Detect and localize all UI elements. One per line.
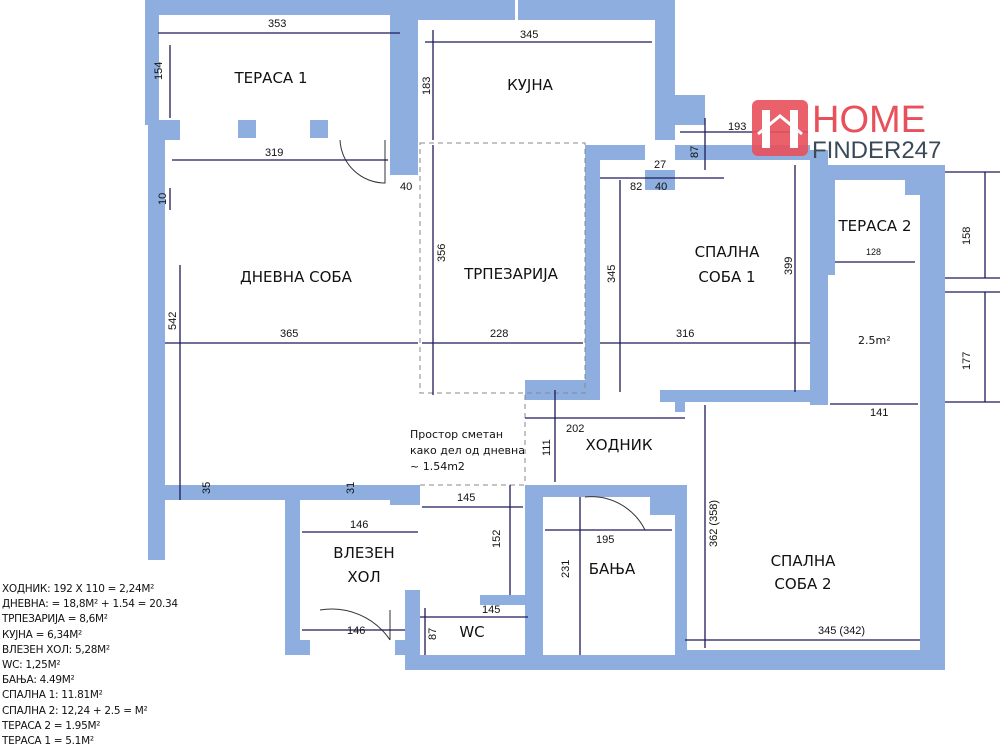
dim-label: 356 — [436, 244, 448, 262]
dim-label: 145 — [482, 604, 500, 616]
dim-label: 27 — [654, 159, 666, 171]
dim-label: 195 — [596, 534, 614, 546]
terasa-2-area: 2.5m² — [858, 334, 891, 347]
dim-label: 202 — [566, 423, 584, 435]
room-spalna-1: СПАЛНА — [695, 243, 761, 261]
dim-label: 399 — [783, 257, 795, 275]
dim-label: 319 — [265, 147, 283, 159]
dim-label: 183 — [421, 77, 433, 95]
legend-item: КУЈНА = 6,34M² — [2, 628, 82, 641]
room-terasa-2: ТЕРАСА 2 — [838, 217, 912, 235]
note-line: ~ 1.54m2 — [410, 460, 465, 473]
note-line: Простор сметан — [410, 428, 503, 441]
legend-item: ТЕРАСА 1 = 5.1M² — [2, 735, 94, 748]
room-hodnik: ХОДНИК — [586, 436, 653, 454]
room-dnevna-soba: ДНЕВНА СОБА — [240, 268, 353, 286]
legend-item: ХОДНИК: 192 X 110 = 2,24M² — [2, 583, 155, 595]
dim-label: 111 — [541, 439, 553, 456]
dim-label: 146 — [350, 519, 368, 531]
room-wc: WC — [459, 623, 484, 641]
dim-label: 158 — [961, 227, 973, 245]
room-vlezen-hol: ХОЛ — [347, 568, 380, 586]
dim-label: 228 — [490, 328, 508, 340]
dim-label: 152 — [491, 530, 503, 548]
area-legend: ХОДНИК: 192 X 110 = 2,24M² ДНЕВНА: = 18,… — [2, 582, 178, 749]
dim-label: 87 — [427, 628, 439, 640]
legend-item: ВЛЕЗЕН ХОЛ: 5,28M² — [2, 643, 110, 656]
dimension-lines — [158, 30, 1000, 655]
dim-label: 542 — [167, 312, 179, 330]
svg-text:HOME: HOME — [812, 99, 926, 141]
legend-item: WC: 1,25M² — [2, 659, 61, 672]
dimension-labels: 353 154 345 183 193 87 27 82 40 319 40 1… — [153, 18, 973, 640]
room-terasa-1: ТЕРАСА 1 — [234, 69, 308, 87]
room-vlezen-hol: ВЛЕЗЕН — [333, 544, 394, 562]
room-trpezarija: ТРПЕЗАРИЈА — [463, 265, 559, 283]
dim-label: 345 (342) — [818, 625, 865, 637]
room-labels: ТЕРАСА 1 КУЈНА ДНЕВНА СОБА ТРПЕЗАРИЈА СП… — [234, 69, 912, 641]
legend-item: ТЕРАСА 2 = 1.95M² — [2, 719, 101, 732]
legend-item: СПАЛНА 2: 12,24 + 2.5 = M² — [2, 704, 148, 717]
house-icon — [752, 100, 808, 156]
dim-label: 353 — [268, 18, 286, 30]
room-spalna-1: СОБА 1 — [698, 268, 755, 286]
dim-label: 87 — [689, 146, 701, 158]
dim-label: 345 — [520, 29, 538, 41]
dim-label: 316 — [676, 328, 694, 340]
dim-label: 177 — [961, 352, 973, 370]
dim-label: 193 — [728, 121, 746, 133]
room-spalna-2: СОБА 2 — [774, 575, 831, 593]
dim-label: 365 — [280, 328, 298, 340]
dim-label: 145 — [457, 492, 475, 504]
dim-label: 82 — [630, 181, 642, 193]
svg-text:FINDER247: FINDER247 — [812, 137, 941, 160]
dim-label: 35 — [201, 482, 213, 494]
dim-label: 141 — [870, 407, 888, 419]
dim-label: 146 — [347, 625, 365, 637]
legend-item: СПАЛНА 1: 11.81M² — [2, 689, 103, 702]
dim-label: 40 — [655, 181, 667, 193]
room-kujna: КУЈНА — [507, 76, 553, 94]
note-line: како дел од дневна — [410, 444, 525, 457]
dim-label: 31 — [345, 482, 357, 494]
dim-label: 154 — [153, 62, 165, 80]
dim-label: 40 — [400, 181, 412, 193]
room-spalna-2: СПАЛНА — [771, 552, 837, 570]
walls — [145, 0, 945, 670]
dim-label: 345 — [606, 265, 618, 283]
dim-label: 231 — [560, 560, 572, 578]
door-swings — [319, 139, 646, 641]
partition-dashed — [419, 142, 586, 486]
legend-item: ТРПЕЗАРИЈА = 8,6M² — [2, 613, 108, 626]
dim-label: 10 — [157, 193, 169, 205]
room-banja: БАЊА — [589, 560, 636, 578]
legend-item: ДНЕВНА: = 18,8M² + 1.54 = 20.34 — [2, 598, 178, 611]
legend-item: БАЊА: 4.49M² — [2, 674, 75, 687]
homefinder-logo: HOME FINDER247 — [752, 98, 952, 164]
dim-label: 128 — [866, 247, 881, 257]
dim-label: 362 (358) — [708, 500, 720, 547]
